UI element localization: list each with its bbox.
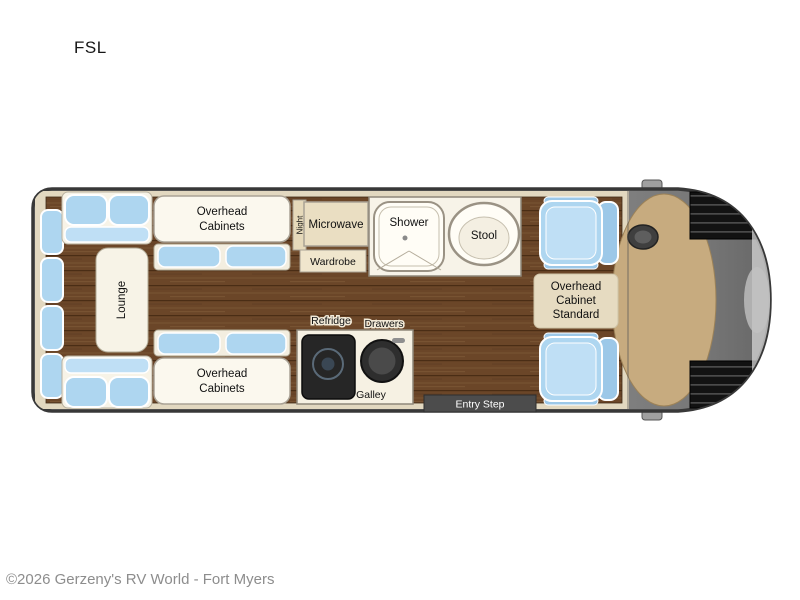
cab-seat-passenger xyxy=(539,332,619,406)
steering-wheel-hub xyxy=(634,230,652,244)
refridge-label: Refridge xyxy=(311,315,351,327)
sofa-bottom-cushion xyxy=(225,332,287,355)
overhead-cabinet-standard-area xyxy=(533,273,619,329)
entry-step: Entry Step xyxy=(423,394,537,413)
rear-lounge: Lounge xyxy=(40,191,153,409)
wardrobe-label: Wardrobe xyxy=(310,256,356,268)
sofa-top-cushion xyxy=(157,245,221,268)
ohc-standard-label-1: Overhead xyxy=(551,281,602,293)
seat-cushion-inner xyxy=(545,206,597,260)
lounge-pillow xyxy=(64,194,108,226)
cab-seat-driver xyxy=(539,196,619,270)
front-grille-top xyxy=(689,191,770,240)
microwave-wardrobe-stack: Night Microwave Wardrobe xyxy=(292,199,369,273)
stool-label: Stool xyxy=(471,230,497,242)
lounge-back-cushion xyxy=(40,257,64,303)
wardrobe-box xyxy=(299,249,367,273)
overhead-cabinets-top: Overhead Cabinets xyxy=(153,195,291,271)
entry-step-bar xyxy=(423,394,537,413)
cooktop-burner xyxy=(312,348,344,380)
lounge-pillow xyxy=(108,194,150,226)
shower-drain-icon xyxy=(402,235,408,241)
cooktop-burner-center xyxy=(321,357,335,371)
entry-step-label: Entry Step xyxy=(455,399,504,411)
ohc-standard-label-2: Cabinet xyxy=(556,295,596,307)
front-grille-bottom xyxy=(689,360,770,409)
lounge-seat-cushion xyxy=(64,226,150,243)
galley: Refridge Drawers Galley xyxy=(296,314,414,405)
microwave-box xyxy=(303,201,369,247)
overhead-cabinets-top-label-2: Cabinets xyxy=(199,221,245,233)
lounge-label: Lounge xyxy=(116,281,128,319)
overhead-cabinet-bottom-box xyxy=(153,357,291,405)
lounge-seat-cushion xyxy=(64,357,150,374)
overhead-cabinets-bottom: Overhead Cabinets xyxy=(153,329,291,405)
overhead-cabinets-top-label-1: Overhead xyxy=(197,206,248,218)
sofa-top-cushion xyxy=(225,245,287,268)
lounge-back-cushion xyxy=(40,353,64,399)
shower-pan xyxy=(373,201,445,272)
lounge-pillow xyxy=(108,376,150,408)
night-label: Night xyxy=(296,215,305,234)
lounge-back-cushion xyxy=(40,209,64,255)
shower-pan-inner xyxy=(378,206,440,267)
copyright-watermark: ©2026 Gerzeny's RV World - Fort Myers xyxy=(6,571,275,588)
galley-label: Galley xyxy=(356,389,387,401)
overhead-cabinets-bottom-label-2: Cabinets xyxy=(199,383,245,395)
microwave-label: Microwave xyxy=(309,219,364,231)
lounge-pillow xyxy=(64,376,108,408)
overhead-cabinet-standard: Overhead Cabinet Standard xyxy=(533,273,619,329)
ohc-standard-label-3: Standard xyxy=(553,309,600,321)
drawers-label: Drawers xyxy=(364,318,403,330)
lounge-center-table xyxy=(95,247,149,353)
floorplan-title: FSL xyxy=(74,38,107,57)
sink-faucet-icon xyxy=(392,338,405,343)
wet-bath: Shower Stool xyxy=(368,196,522,277)
seat-cushion-inner xyxy=(545,342,597,396)
overhead-cabinets-bottom-label-1: Overhead xyxy=(197,368,248,380)
shower-label: Shower xyxy=(390,217,429,229)
overhead-cabinet-top-box xyxy=(153,195,291,243)
lounge-back-cushion xyxy=(40,305,64,351)
shower-door-lines xyxy=(376,250,442,271)
toilet-bowl xyxy=(458,216,510,260)
front-nose-detail xyxy=(744,267,770,333)
sink-basin xyxy=(368,347,396,375)
sofa-bottom-cushion xyxy=(157,332,221,355)
